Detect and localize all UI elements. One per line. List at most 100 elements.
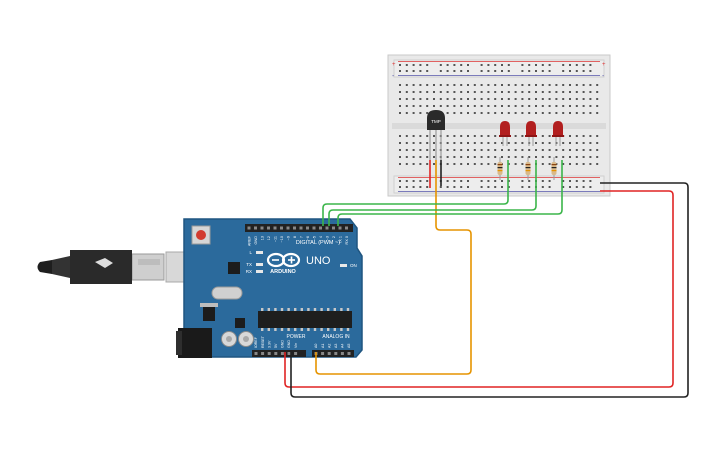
digital-header	[245, 224, 353, 232]
usb-plug-body	[70, 250, 132, 284]
led-rx-label: RX	[246, 269, 252, 274]
wire-sensor-signal-a0[interactable]	[315, 160, 472, 375]
terminal-hole	[555, 91, 558, 93]
resistor-body	[497, 162, 503, 175]
terminal-hole	[535, 84, 537, 86]
terminal-hole	[589, 142, 592, 144]
power-pin-hole[interactable]	[254, 352, 258, 355]
terminal-hole	[596, 98, 599, 100]
terminal-hole	[467, 149, 469, 151]
rail-hole	[453, 186, 456, 188]
wire-led1-signal[interactable]	[322, 160, 509, 226]
terminal-hole	[473, 142, 476, 144]
terminal-hole	[433, 163, 435, 165]
digital-pin-label: 8	[293, 236, 297, 238]
digital-pin-hole[interactable]	[338, 226, 342, 230]
digital-pin-hole[interactable]	[293, 226, 296, 230]
terminal-hole	[548, 84, 551, 86]
chip-pin	[274, 308, 277, 311]
analog-pin-hole[interactable]	[327, 352, 331, 355]
digital-pin-hole[interactable]	[247, 226, 251, 230]
temperature-sensor[interactable]: TMP	[427, 110, 445, 160]
terminal-hole	[419, 163, 422, 165]
digital-pin-hole[interactable]	[286, 226, 290, 230]
digital-pin-hole[interactable]	[312, 226, 316, 230]
analog-pin-hole[interactable]	[334, 352, 338, 355]
resistor-3[interactable]	[551, 157, 557, 180]
power-pin-hole[interactable]	[287, 352, 291, 355]
rail-hole	[405, 186, 408, 188]
terminal-hole	[453, 142, 456, 144]
power-pin-hole[interactable]	[261, 352, 265, 355]
digital-pin-label: 7	[299, 236, 303, 238]
digital-pin-label: GND	[254, 236, 258, 245]
reset-button-cap[interactable]	[196, 230, 206, 240]
chip-pin	[320, 328, 323, 331]
digital-pin-holes	[247, 226, 348, 230]
terminal-hole	[514, 91, 517, 93]
rail-hole	[582, 64, 585, 66]
analog-pin-hole[interactable]	[347, 352, 351, 355]
rail-hole	[582, 70, 585, 72]
usb-cable-end	[37, 260, 52, 274]
digital-pin-hole[interactable]	[299, 226, 303, 230]
power-jack[interactable]	[178, 328, 212, 358]
chip-pin	[346, 328, 350, 331]
digital-pin-hole[interactable]	[260, 226, 264, 230]
digital-pin-hole[interactable]	[319, 226, 322, 230]
analog-pin-label: A2	[327, 344, 331, 348]
digital-pin-hole[interactable]	[273, 226, 277, 230]
led-1[interactable]	[499, 121, 511, 146]
terminal-hole	[426, 91, 429, 93]
terminal-hole	[589, 98, 592, 100]
terminal-hole	[589, 84, 592, 86]
rail-hole	[507, 70, 510, 72]
terminal-hole	[589, 135, 592, 137]
resistor-2[interactable]	[525, 157, 531, 180]
terminal-hole	[569, 135, 571, 137]
terminal-hole	[501, 142, 503, 144]
wire-5v-rail[interactable]	[284, 190, 674, 388]
rail-hole	[480, 64, 483, 66]
usb-symbol-icon	[95, 258, 113, 268]
digital-pin-hole[interactable]	[254, 226, 257, 230]
wire-gnd-rail[interactable]	[290, 182, 689, 398]
terminal-hole	[582, 163, 585, 165]
digital-pin-hole[interactable]	[332, 226, 335, 230]
terminal-hole	[589, 105, 592, 107]
digital-pin-hole[interactable]	[267, 226, 270, 230]
terminal-hole	[399, 112, 401, 114]
resistor-body	[525, 162, 531, 175]
terminal-hole	[426, 105, 429, 107]
terminal-hole	[439, 84, 442, 86]
digital-pin-hole[interactable]	[325, 226, 329, 230]
analog-pin-hole[interactable]	[321, 352, 325, 355]
terminal-hole	[596, 142, 599, 144]
terminal-hole	[439, 91, 442, 93]
power-pin-hole[interactable]	[280, 352, 284, 355]
digital-pin-hole[interactable]	[280, 226, 283, 230]
terminal-hole	[460, 142, 463, 144]
resistor-1[interactable]	[497, 157, 503, 180]
power-pin-hole[interactable]	[267, 352, 271, 355]
wires	[284, 160, 689, 398]
terminal-hole	[419, 91, 422, 93]
led-2[interactable]	[525, 121, 537, 146]
digital-pin-hole[interactable]	[345, 226, 348, 230]
chip-pin	[327, 308, 330, 311]
usb-strain-relief	[52, 256, 70, 278]
wire-led2-signal[interactable]	[328, 160, 537, 226]
rail-hole	[501, 186, 503, 188]
terminal-hole	[548, 163, 551, 165]
terminal-hole	[453, 149, 456, 151]
terminal-hole	[575, 142, 578, 144]
led-3[interactable]	[552, 121, 564, 146]
chip-pin	[287, 328, 290, 331]
rail-hole	[507, 64, 510, 66]
wire-led3-signal[interactable]	[337, 160, 563, 226]
power-pin-hole[interactable]	[274, 352, 278, 355]
digital-pin-hole[interactable]	[306, 226, 309, 230]
power-pin-hole[interactable]	[294, 352, 298, 355]
analog-pin-hole[interactable]	[340, 352, 344, 355]
